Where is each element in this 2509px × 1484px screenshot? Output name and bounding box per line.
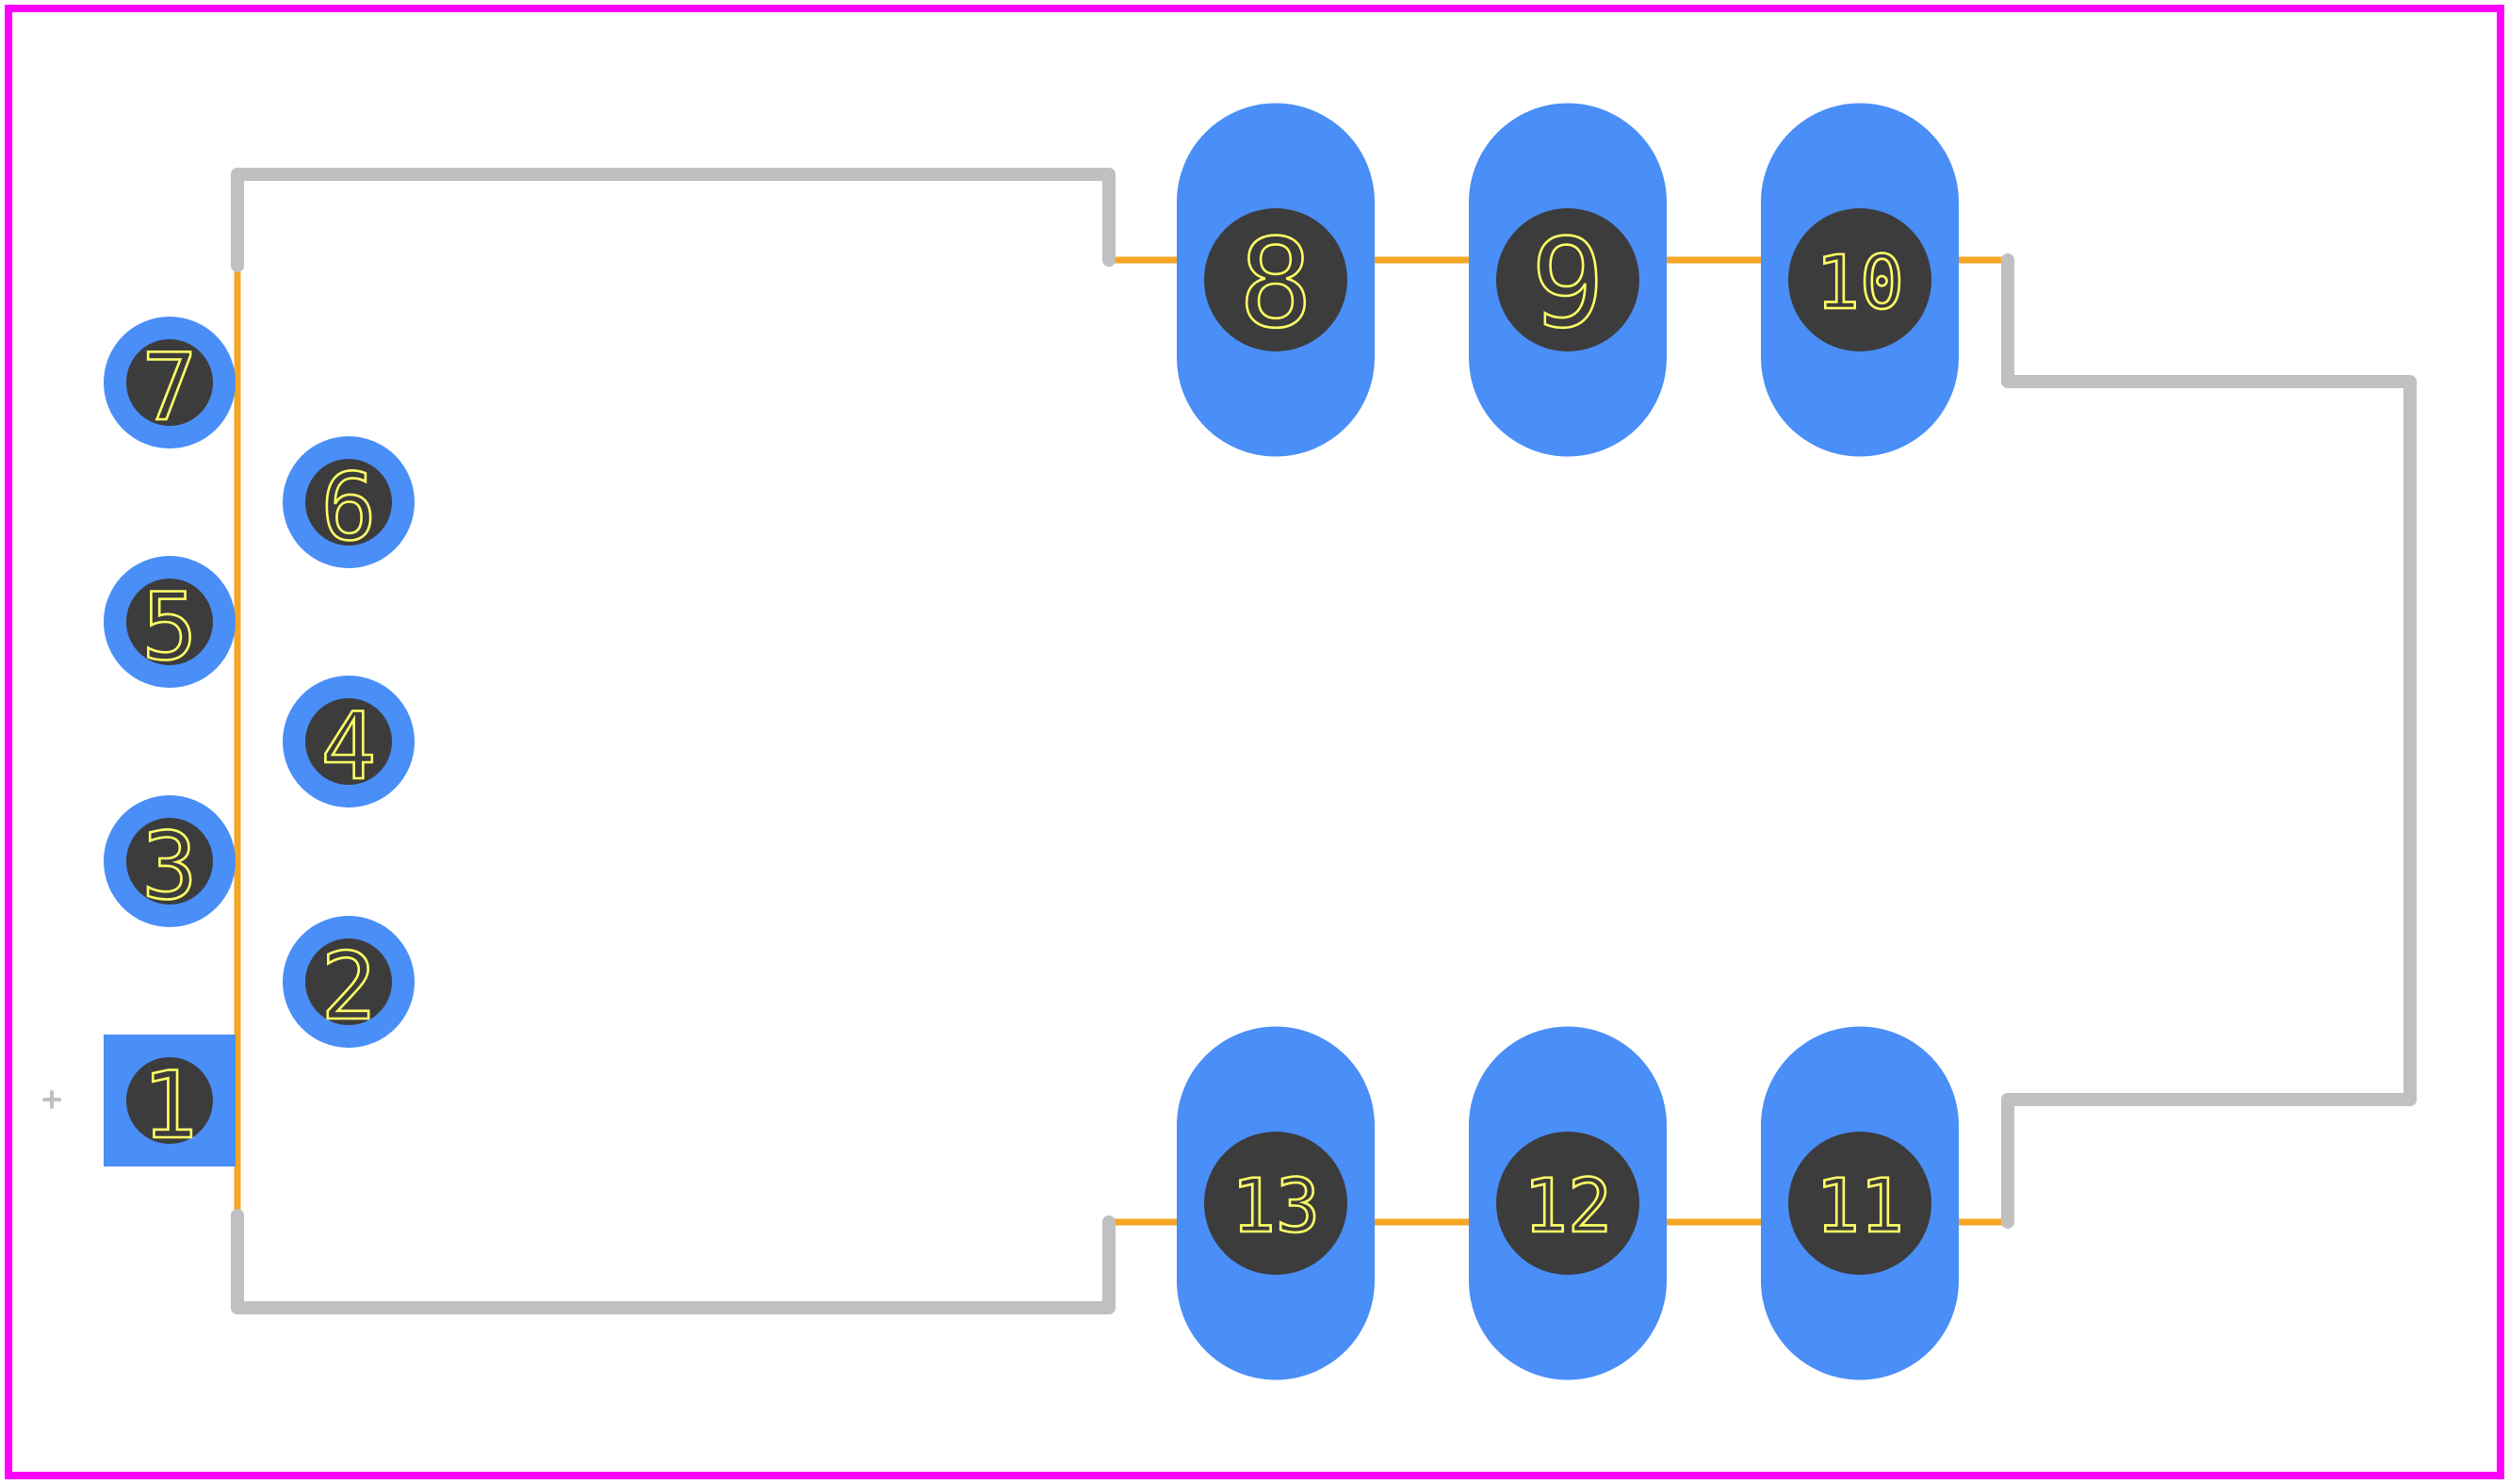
pad-2-label: 2 [320,934,376,1041]
pad-7-drill [126,339,213,426]
pad-6-drill [305,459,392,546]
pad-5: 5 [104,556,236,688]
pad-8-drill [1204,208,1347,351]
pad-13: 13 [1177,1026,1375,1380]
pad-10-label: 10 [1816,241,1904,326]
crosshair-icon [42,1090,61,1109]
pad-11-label: 11 [1816,1165,1904,1249]
pad-13-label: 13 [1231,1165,1320,1249]
pad-2-drill [305,938,392,1025]
pad-1-drill [126,1057,213,1144]
silkscreen-bottom-left [231,1209,1116,1314]
pad-10-drill [1788,208,1931,351]
pad-7: 7 [104,317,236,448]
pad-4-label: 4 [320,693,376,801]
silkscreen-outline [231,168,2417,1314]
pad-6: 6 [283,436,415,568]
pad-12-label: 12 [1523,1165,1612,1249]
pad-7-label: 7 [141,334,197,442]
pad-2: 2 [283,916,415,1048]
assembly-lines [234,256,2009,1226]
pad-3-drill [126,818,213,905]
pad-4-drill [305,698,392,785]
board-outline [5,5,2504,1479]
pad-12: 12 [1469,1026,1667,1380]
pad-11-drill [1788,1132,1931,1275]
pad-5-drill [126,579,213,665]
silkscreen-right [2001,253,2417,1229]
pad-12-drill [1496,1132,1639,1275]
pad-1-label: 1 [141,1052,197,1160]
pad-9-drill [1496,208,1639,351]
pad-11: 11 [1761,1026,1959,1380]
pad-8: 8 [1177,103,1375,457]
pad-9-label: 9 [1531,212,1605,355]
pad-1: 1 [104,1035,236,1166]
pad-6-label: 6 [320,454,376,562]
pad-5-label: 5 [141,574,197,681]
pad-8-label: 8 [1239,212,1312,355]
pad-13-drill [1204,1132,1347,1275]
pad-3: 3 [104,795,236,927]
pad-9: 9 [1469,103,1667,457]
pad-4: 4 [283,676,415,807]
pad-3-label: 3 [141,813,197,921]
pad-10: 10 [1761,103,1959,457]
silkscreen-top-left [231,168,1116,272]
